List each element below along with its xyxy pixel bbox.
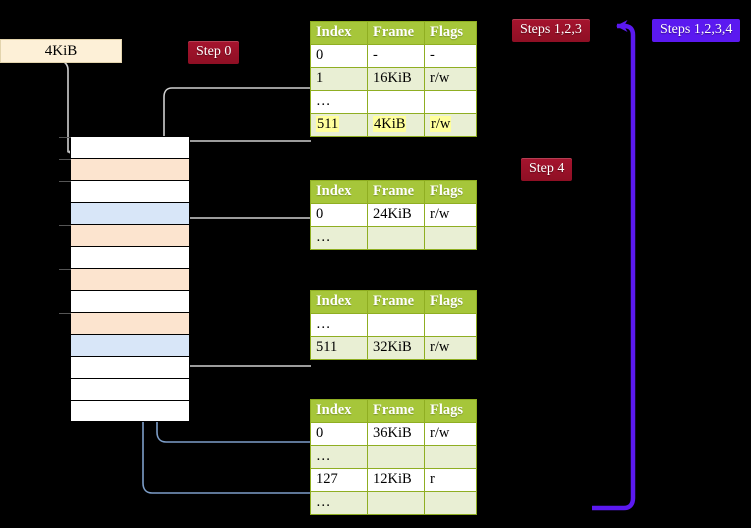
memory-row [59, 136, 190, 158]
column-header-flags: Flags [424, 290, 477, 314]
table-row: … [310, 226, 477, 250]
cell-flags: r/w [424, 203, 477, 227]
cell-frame [367, 226, 425, 250]
cell-flags-highlight: r/w [430, 116, 452, 132]
memory-row-tick [59, 225, 71, 226]
column-header-frame: Frame [367, 180, 425, 204]
memory-row [59, 180, 190, 202]
column-header-flags: Flags [424, 180, 477, 204]
table-row: 0 36KiB r/w [310, 422, 477, 446]
table-row: 0 - - [310, 44, 477, 68]
column-header-flags: Flags [424, 399, 477, 423]
table-header-row: Index Frame Flags [310, 21, 477, 45]
table-row: 0 24KiB r/w [310, 203, 477, 227]
cell-flags: r/w [424, 67, 477, 91]
cell-frame [367, 491, 425, 515]
cell-frame: - [367, 44, 425, 68]
cell-frame [367, 313, 425, 337]
page-table-2: Index Frame Flags 0 24KiB r/w … [310, 180, 477, 250]
cell-index: 0 [310, 44, 368, 68]
memory-row [59, 224, 190, 246]
cell-frame: 16KiB [367, 67, 425, 91]
table-row: … [310, 313, 477, 337]
memory-row [70, 356, 190, 378]
cell-index: … [310, 491, 368, 515]
memory-row-tick [59, 137, 71, 138]
cell-frame [367, 445, 425, 469]
table-row: 127 12KiB r [310, 468, 477, 492]
memory-row [59, 312, 190, 334]
cell-frame: 24KiB [367, 203, 425, 227]
badge-step-4: Step 4 [521, 158, 573, 181]
cell-frame: 4KiB [367, 113, 425, 137]
cell-index-highlight: 511 [316, 116, 340, 132]
cell-flags: r/w [424, 336, 477, 360]
memory-row [70, 334, 190, 356]
column-header-index: Index [310, 180, 368, 204]
badge-step-0: Step 0 [188, 41, 240, 64]
page-table-4: Index Frame Flags 0 36KiB r/w … 127 12Ki… [310, 399, 477, 515]
column-header-index: Index [310, 21, 368, 45]
cell-index: 511 [310, 113, 368, 137]
memory-row-tick [59, 181, 71, 182]
memory-row [70, 378, 190, 400]
table-row: 511 4KiB r/w [310, 113, 477, 137]
cell-flags [424, 491, 477, 515]
memory-row [70, 290, 190, 312]
cell-flags [424, 313, 477, 337]
table-row: … [310, 445, 477, 469]
badge-steps-123: Steps 1,2,3 [512, 19, 590, 42]
size-box-4kib: 4KiB [0, 39, 122, 63]
size-box-label: 4KiB [44, 42, 78, 59]
table-row: … [310, 90, 477, 114]
table-header-row: Index Frame Flags [310, 180, 477, 204]
memory-row [59, 158, 190, 180]
memory-row [70, 202, 190, 224]
memory-row-tick [59, 269, 71, 270]
table-row: 1 16KiB r/w [310, 67, 477, 91]
cell-flags: r [424, 468, 477, 492]
table-row: 511 32KiB r/w [310, 336, 477, 360]
memory-column [59, 136, 190, 422]
memory-row [70, 400, 190, 422]
cell-frame: 12KiB [367, 468, 425, 492]
memory-row-tick [59, 313, 71, 314]
cell-frame-highlight: 4KiB [373, 116, 407, 132]
page-table-1: Index Frame Flags 0 - - 1 16KiB r/w … [310, 21, 477, 137]
cell-flags [424, 226, 477, 250]
cell-index: 1 [310, 67, 368, 91]
cell-frame: 32KiB [367, 336, 425, 360]
cell-index: … [310, 445, 368, 469]
cell-index: 0 [310, 203, 368, 227]
cell-index: 127 [310, 468, 368, 492]
column-header-flags: Flags [424, 21, 477, 45]
page-table-3: Index Frame Flags … 511 32KiB r/w [310, 290, 477, 360]
cell-index: … [310, 90, 368, 114]
column-header-index: Index [310, 290, 368, 314]
table-header-row: Index Frame Flags [310, 399, 477, 423]
cell-index: … [310, 226, 368, 250]
cell-flags: - [424, 44, 477, 68]
memory-row-tick [59, 159, 71, 160]
cell-flags: r/w [424, 422, 477, 446]
memory-row [70, 246, 190, 268]
memory-row [59, 268, 190, 290]
badge-steps-1234: Steps 1,2,3,4 [652, 19, 741, 42]
table-row: … [310, 491, 477, 515]
cell-index: 511 [310, 336, 368, 360]
cell-index: 0 [310, 422, 368, 446]
column-header-frame: Frame [367, 290, 425, 314]
column-header-index: Index [310, 399, 368, 423]
column-header-frame: Frame [367, 399, 425, 423]
table-header-row: Index Frame Flags [310, 290, 477, 314]
cell-frame: 36KiB [367, 422, 425, 446]
cell-flags [424, 445, 477, 469]
cell-flags: r/w [424, 113, 477, 137]
column-header-frame: Frame [367, 21, 425, 45]
cell-index: … [310, 313, 368, 337]
cell-flags [424, 90, 477, 114]
cell-frame [367, 90, 425, 114]
